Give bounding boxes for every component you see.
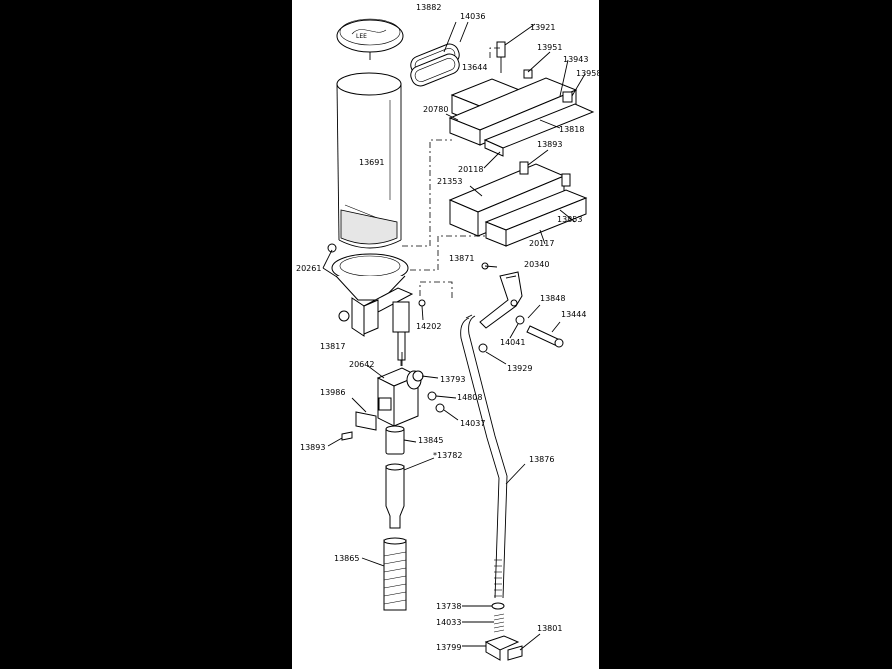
label-13801: 13801 [537, 624, 562, 633]
hopper-lid: LEE [336, 18, 404, 60]
label-13882: 13882 [416, 3, 441, 12]
label-20261: 20261 [296, 264, 321, 273]
label-20117: 20117 [529, 239, 554, 248]
label-13853: 13853 [557, 215, 582, 224]
part-number-labels: 13882 14036 13921 13644 13951 13943 1395… [296, 3, 601, 652]
label-13876: 13876 [529, 455, 554, 464]
label-14036: 14036 [460, 12, 485, 21]
label-13799: 13799 [436, 643, 461, 652]
label-13644: 13644 [462, 63, 487, 72]
label-20780: 20780 [423, 105, 448, 114]
svg-text:LEE: LEE [356, 33, 367, 40]
label-13738: 13738 [436, 602, 461, 611]
label-13986: 13986 [320, 388, 345, 397]
label-13893-upper: 13893 [537, 140, 562, 149]
gasket-rings [410, 21, 469, 87]
label-13865: 13865 [334, 554, 359, 563]
label-14202: 14202 [416, 322, 441, 331]
label-13691: 13691 [359, 158, 384, 167]
label-13782: *13782 [433, 451, 462, 460]
label-13929: 13929 [507, 364, 532, 373]
label-13958: 13958 [576, 69, 601, 78]
label-14808: 14808 [457, 393, 482, 402]
label-14037: 14037 [460, 419, 485, 428]
label-13793: 13793 [440, 375, 465, 384]
measure-body [327, 352, 459, 447]
label-13951: 13951 [537, 43, 562, 52]
powder-block-assembly [448, 149, 588, 247]
drop-tube-parts [361, 425, 435, 611]
powder-slide-assembly [445, 23, 595, 169]
label-20340: 20340 [524, 260, 549, 269]
label-13943: 13943 [563, 55, 588, 64]
lower-hardware [462, 602, 541, 661]
label-13871: 13871 [449, 254, 474, 263]
hopper-base-funnel [322, 243, 426, 361]
label-13818: 13818 [559, 125, 584, 134]
powder-reservoir-tube [336, 72, 402, 249]
label-21353: 21353 [437, 177, 462, 186]
alignment-lines [400, 47, 500, 372]
label-13817: 13817 [320, 342, 345, 351]
label-20642: 20642 [349, 360, 374, 369]
label-13921: 13921 [530, 23, 555, 32]
label-20118: 20118 [458, 165, 483, 174]
label-13444: 13444 [561, 310, 586, 319]
label-14041: 14041 [500, 338, 525, 347]
label-13893-lower: 13893 [300, 443, 325, 452]
label-13845: 13845 [418, 436, 443, 445]
actuator-linkage [460, 262, 564, 599]
label-14033: 14033 [436, 618, 461, 627]
label-13848: 13848 [540, 294, 565, 303]
